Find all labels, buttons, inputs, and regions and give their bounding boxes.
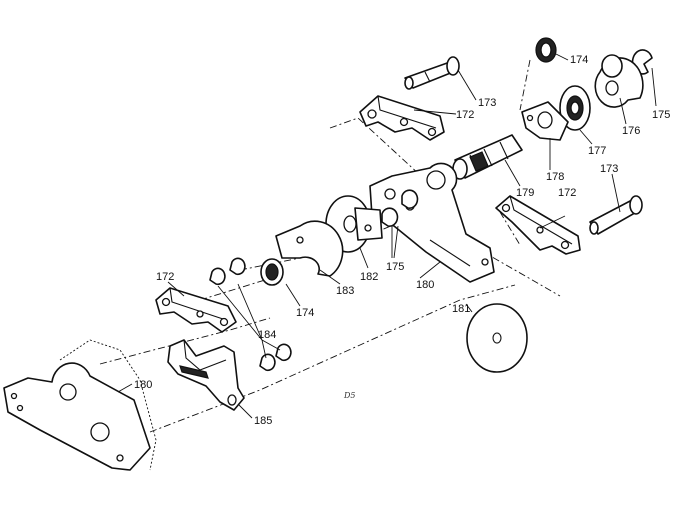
label-173-right: 173: [600, 163, 618, 175]
label-181: 181: [452, 303, 470, 315]
label-182: 182: [360, 271, 378, 283]
part-183-cam-plate: [275, 220, 344, 277]
part-174-lower-bushing: [260, 258, 284, 286]
label-177: 177: [588, 145, 606, 157]
label-179: 179: [516, 187, 534, 199]
label-175-middle: 175: [386, 261, 404, 273]
label-175-upper: 175: [652, 109, 670, 121]
label-172-upper: 172: [456, 109, 474, 121]
label-178: 178: [546, 171, 564, 183]
label-184: 184: [258, 329, 276, 341]
label-180-upper: 180: [416, 279, 434, 291]
part-185-lower-bracket: [167, 339, 245, 411]
part-175-middle-clips: [381, 189, 419, 227]
part-173-upper-pin: [404, 56, 460, 90]
part-172-left-bracket: [155, 287, 237, 333]
label-180-lower: 180: [134, 379, 152, 391]
part-178-lever-cam: [521, 101, 569, 141]
label-172-right: 172: [558, 187, 576, 199]
part-172-upper-bracket: [359, 95, 445, 141]
label-174-upper: 174: [570, 54, 588, 66]
part-labels: 174 173 172 175 176 177 178 179 172 173 …: [134, 54, 670, 427]
part-179-shaft: [452, 134, 523, 180]
part-177-washer: [559, 85, 591, 131]
label-172-left: 172: [156, 271, 174, 283]
part-184-clips: [209, 257, 292, 372]
label-185: 185: [254, 415, 272, 427]
label-176: 176: [622, 125, 640, 137]
part-180-main-frame: [3, 339, 157, 471]
part-176-cam: [594, 54, 644, 108]
label-173-upper: 173: [478, 97, 496, 109]
label-174-lower: 174: [296, 307, 314, 319]
part-174-upper-bushing: [535, 37, 557, 63]
leader-lines: [117, 53, 657, 419]
part-173-right-pin: [589, 195, 643, 235]
part-172-right-bracket: [495, 195, 581, 255]
drawing-code: D5: [343, 391, 356, 400]
label-183: 183: [336, 285, 354, 297]
part-181-disc: [466, 303, 528, 373]
